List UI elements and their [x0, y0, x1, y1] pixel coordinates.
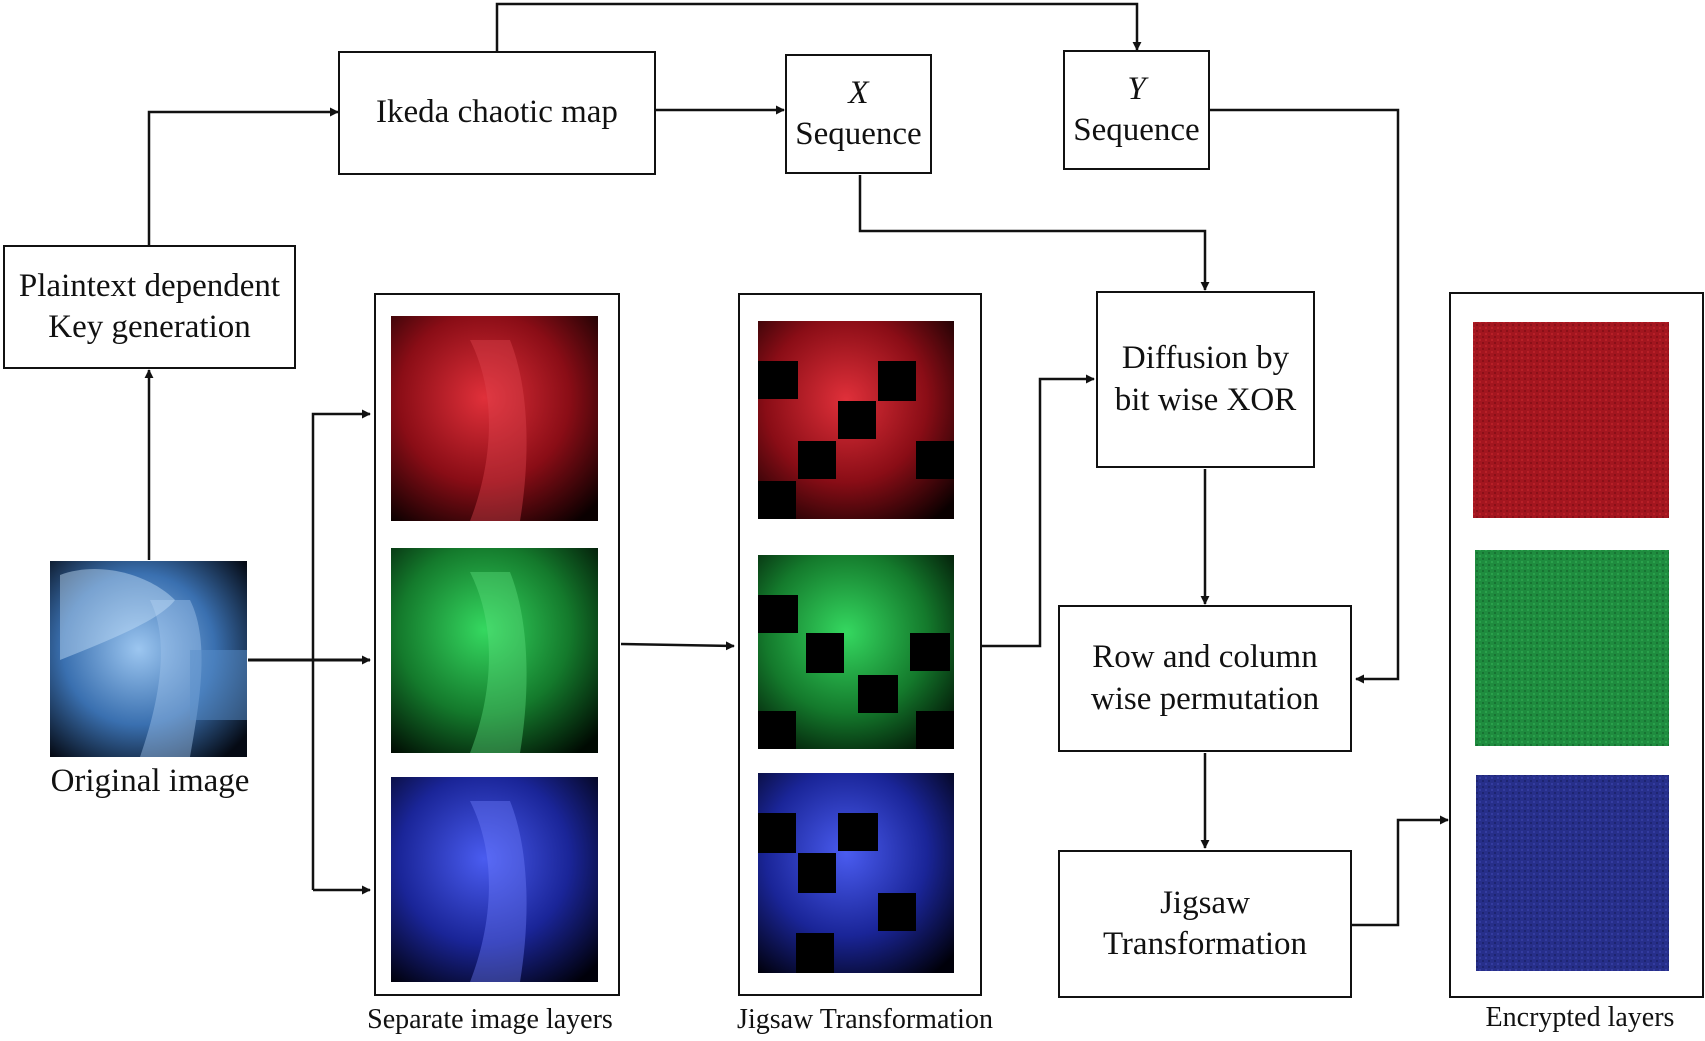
x-var-label: X — [848, 74, 869, 111]
edge-jigsaw-to-encrypted — [1352, 815, 1449, 927]
edge-layers-to-jigsaw — [620, 641, 735, 651]
edge-jigsaw-to-diffusion — [982, 374, 1095, 648]
original-xray-image — [50, 561, 247, 757]
encrypted-layers-panel — [1449, 292, 1704, 998]
connectors — [144, 2, 1449, 927]
permutation-box: Row and column wise permutation — [1058, 605, 1352, 752]
diffusion-line1: Diffusion by — [1121, 340, 1290, 377]
ikeda-map-box: Ikeda chaotic map — [338, 51, 656, 175]
encrypted-thumbs — [1473, 322, 1669, 971]
x-sequence-box: X Sequence — [785, 54, 932, 174]
diffusion-line2: bit wise XOR — [1114, 381, 1297, 418]
edge-x-to-diffusion — [858, 175, 1210, 291]
y-var-label: Y — [1127, 70, 1146, 107]
key-generation-box: Plaintext dependent Key generation — [3, 245, 296, 369]
ikeda-label: Ikeda chaotic map — [376, 94, 618, 131]
edge-split-red — [311, 409, 371, 890]
separate-layers-panel — [374, 293, 620, 996]
edge-ikeda-to-y — [495, 2, 1142, 51]
jigsaw-line1: Jigsaw — [1160, 884, 1250, 921]
keygen-line2: Key generation — [48, 309, 251, 345]
permutation-line1: Row and column — [1092, 639, 1318, 676]
edge-keygen-to-ikeda — [147, 107, 339, 245]
caption-separate-layers: Separate image layers — [367, 1004, 613, 1035]
y-seq-label: Sequence — [1073, 112, 1200, 148]
jigsaw-line2: Transformation — [1102, 926, 1308, 962]
caption-jigsaw-transformation: Jigsaw Transformation — [737, 1004, 993, 1035]
y-sequence-box: Y Sequence — [1063, 50, 1210, 170]
separate-layers-thumbs — [391, 316, 598, 982]
keygen-line1: Plaintext dependent — [18, 267, 281, 304]
x-seq-label: Sequence — [795, 116, 922, 152]
jigsaw-thumbs — [758, 321, 954, 973]
jigsaw-transformation-box: Jigsaw Transformation — [1058, 850, 1352, 998]
diffusion-box: Diffusion by bit wise XOR — [1096, 291, 1315, 468]
permutation-line2: wise permutation — [1090, 680, 1320, 717]
caption-original-image: Original image — [50, 763, 250, 799]
jigsaw-layers-panel — [738, 293, 982, 996]
caption-encrypted-layers: Encrypted layers — [1485, 1002, 1675, 1033]
edge-y-to-permutation — [1210, 108, 1400, 684]
